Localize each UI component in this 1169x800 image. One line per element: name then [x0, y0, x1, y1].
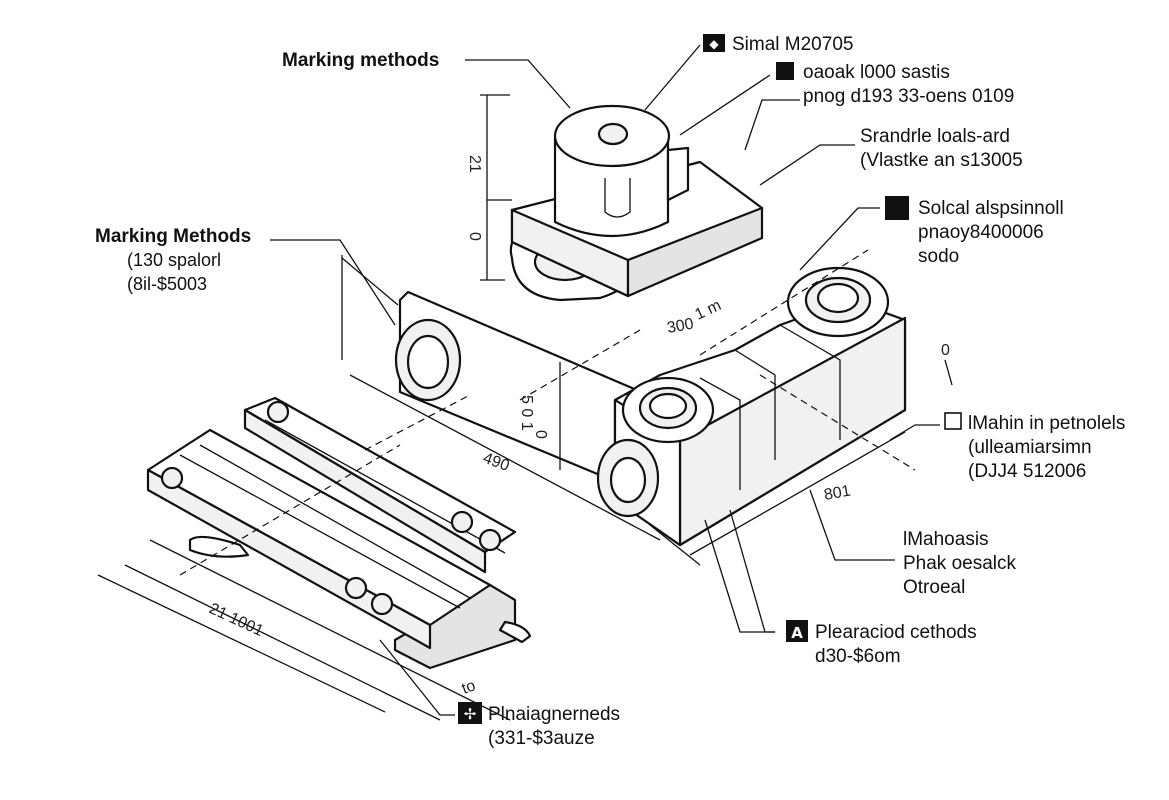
dim-0b: 0: [532, 430, 549, 439]
dim-490: 490: [481, 450, 512, 475]
dim-21: 21: [466, 155, 483, 173]
marking-methods-top-label: Marking methods: [282, 50, 439, 71]
rail-part: [146, 396, 532, 670]
standard-line1: Srandrle loals-ard: [860, 126, 1010, 147]
dim-21001: 21 1001: [206, 600, 266, 640]
dim-0c: 0: [941, 342, 950, 359]
square-marker-icon: [776, 62, 794, 80]
triangle-marker-icon: [786, 620, 808, 642]
plnai-line1: Plnaiagnerneds: [488, 704, 620, 725]
serial-label: Simal M20705: [732, 34, 853, 55]
spec-line2: pnog d193 33-oens 0109: [803, 86, 1014, 107]
plearaciod-line1: Plearaciod cethods: [815, 622, 977, 643]
mahoasis-line1: lMahoasis: [903, 529, 989, 550]
mahoasis-line2: Phak oesalck: [903, 553, 1017, 574]
construction-lines: [179, 249, 916, 576]
dimension-lines: [97, 94, 953, 721]
dim-801: 801: [823, 483, 852, 504]
left-line2: (130 spalorl: [127, 250, 221, 270]
dim-to: to: [460, 677, 478, 698]
plnai-line2: (331-$3auze: [488, 728, 595, 749]
leader-lines: [270, 44, 940, 716]
dim-501: 5 0 1: [518, 395, 535, 431]
cross-marker-glyph: ✢: [464, 705, 477, 723]
mahin-line1: lMahin in petnolels: [968, 413, 1125, 434]
plearaciod-line2: d30-$6om: [815, 646, 901, 667]
dim-300: 300: [666, 316, 695, 337]
spec-line1: oaoak l000 sastis: [803, 62, 950, 83]
right-block-part: [394, 266, 907, 547]
socal-line3: sodo: [918, 246, 959, 267]
callout-labels: Marking methods ◆ Simal M20705 oaoak l00…: [95, 34, 1125, 749]
left-line3: (8il-$5003: [127, 274, 207, 294]
triangle-marker-glyph: A: [791, 624, 803, 642]
dim-0: 0: [466, 232, 483, 241]
top-bracket-part: [509, 104, 764, 302]
mahin-line3: (DJJ4 512006: [968, 461, 1086, 482]
hollow-square-marker-icon: [944, 412, 962, 430]
dim-1m: 1 m: [693, 297, 724, 324]
marking-methods-left-label: Marking Methods: [95, 226, 251, 247]
diamond-marker-glyph: ◆: [709, 37, 719, 51]
socal-line1: Solcal alspsinnoll: [918, 198, 1064, 219]
mahin-line2: (ulleamiarsimn: [968, 437, 1092, 458]
socal-line2: pnaoy8400006: [918, 222, 1044, 243]
cross-marker-icon: [458, 702, 482, 724]
standard-line2: (Vlastke an s13005: [860, 150, 1023, 171]
mahoasis-line3: Otroeal: [903, 577, 965, 598]
square-marker-large-icon: [885, 196, 909, 220]
diamond-marker-icon: [703, 34, 725, 52]
